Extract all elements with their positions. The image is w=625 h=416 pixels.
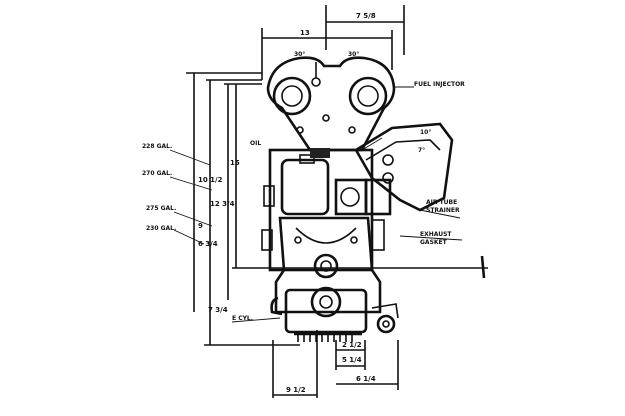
air-tube-label-2: STRAINER: [426, 207, 460, 214]
dim-b-2: 2 1/2: [342, 341, 362, 349]
dim-angle-right: 30°: [348, 51, 359, 58]
air-tube-label: AIR TUBE: [426, 199, 457, 206]
dim-b-5: 5 1/4: [342, 356, 362, 364]
e-cyl-label: E CYL.: [232, 315, 253, 322]
dim-angle-left: 30°: [294, 51, 305, 58]
leader-lines: [169, 86, 463, 323]
dim-h-10: 10 1/2: [198, 176, 223, 184]
dim-b-6: 6 1/4: [356, 375, 376, 383]
gal-275-label: 275 GAL.: [146, 205, 176, 212]
dimension-labels: 7 5/8 13 30° 30° 15 10 1/2 12 3/4 9 6 3/…: [198, 12, 431, 394]
dim-angle-7: 7°: [418, 147, 425, 154]
exhaust-label: EXHAUST: [420, 231, 452, 238]
dim-h-7: 7 3/4: [208, 306, 228, 314]
dim-angle-10: 10°: [420, 129, 431, 136]
oil-label: OIL: [250, 140, 261, 147]
gal-228-label: 228 GAL.: [142, 143, 172, 150]
dim-height-15: 15: [230, 159, 240, 167]
fuel-injector-label: FUEL INJECTOR: [414, 81, 465, 88]
gal-270-label: 270 GAL.: [142, 170, 172, 177]
callout-labels: FUEL INJECTOR 228 GAL. 270 GAL. 275 GAL.…: [142, 81, 465, 322]
dim-top-7-5: 7 5/8: [356, 12, 376, 20]
dim-b-9: 9 1/2: [286, 386, 306, 394]
engine-body: [261, 56, 454, 342]
exhaust-label-2: GASKET: [420, 239, 448, 246]
dimension-lines: [186, 5, 488, 398]
dim-top-13: 13: [300, 29, 310, 37]
dim-h-6: 6 3/4: [198, 240, 218, 248]
gal-230-label: 230 GAL.: [146, 225, 176, 232]
dim-h-9: 9: [198, 222, 203, 230]
dim-h-12: 12 3/4: [210, 200, 235, 208]
